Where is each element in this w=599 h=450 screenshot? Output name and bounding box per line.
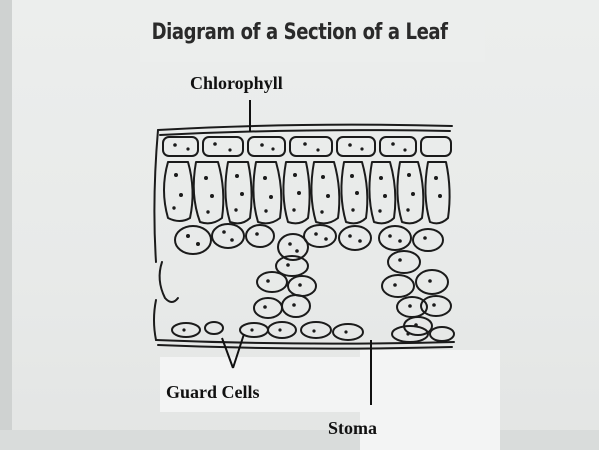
spongy-mesophyll [160, 224, 451, 335]
guard-cells-label: Guard Cells [166, 382, 260, 403]
lower-cuticle-inner [158, 345, 452, 349]
diagram-title: Diagram of a Section of a Leaf [54, 20, 545, 45]
palisade-layer [164, 162, 450, 223]
upper-cuticle-inner [160, 130, 450, 135]
guard-cells-leader [222, 334, 244, 368]
upper-epidermis [163, 137, 451, 156]
stoma-label: Stoma [328, 418, 377, 439]
chlorophyll-label: Chlorophyll [190, 73, 283, 94]
upper-cuticle [158, 125, 452, 130]
